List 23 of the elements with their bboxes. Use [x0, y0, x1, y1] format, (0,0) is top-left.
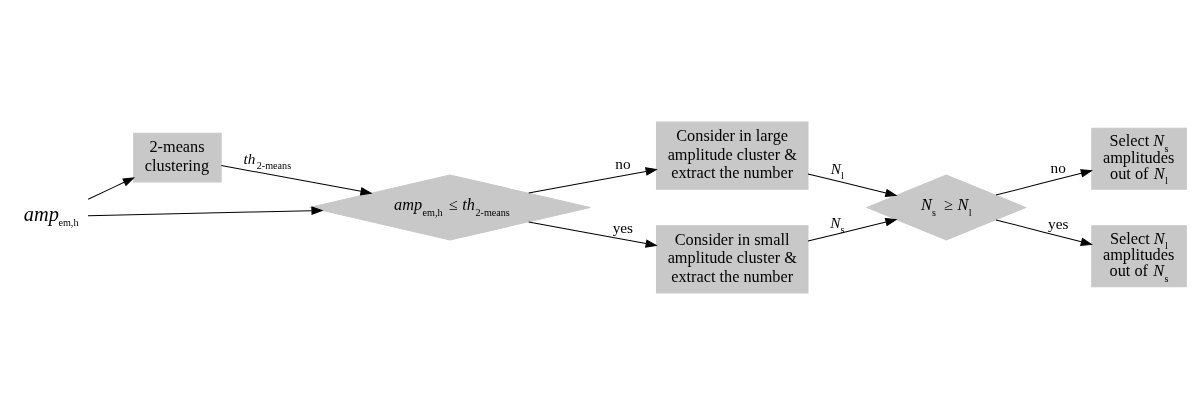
arrow [87, 205, 324, 216]
arrow [528, 220, 658, 248]
edge-label: N$_{l}$ [830, 159, 844, 181]
node-box: Consider in small amplitude cluster & extract the number [655, 224, 809, 293]
arrow [807, 217, 898, 242]
node-box: Select N$_{s}$ amplitudes out of N$_{l}$ [1091, 127, 1187, 190]
edge-label: no [1050, 158, 1066, 176]
edge-label: yes [612, 218, 634, 236]
node-box: 2-means clustering [133, 132, 222, 183]
node-text: amp$_{em,h}$ [23, 202, 79, 228]
node-diamond: N$_{s}$ ≥ N$_{l}$ [865, 173, 1027, 241]
arrow [995, 218, 1093, 246]
node-box: Consider in large amplitude cluster & extract the number [655, 121, 809, 190]
arrow [220, 164, 373, 195]
arrow [807, 172, 898, 197]
edge-label: th$_{2-means}$ [243, 149, 292, 171]
edge-label: yes [1048, 214, 1069, 232]
arrow [995, 168, 1093, 196]
arrow [87, 176, 136, 200]
edge-label: N$_{s}$ [830, 213, 845, 235]
node-box: Select N$_{l}$ amplitudes out of N$_{s}$ [1091, 224, 1187, 287]
arrow [528, 166, 658, 194]
edge-label: no [615, 154, 631, 172]
